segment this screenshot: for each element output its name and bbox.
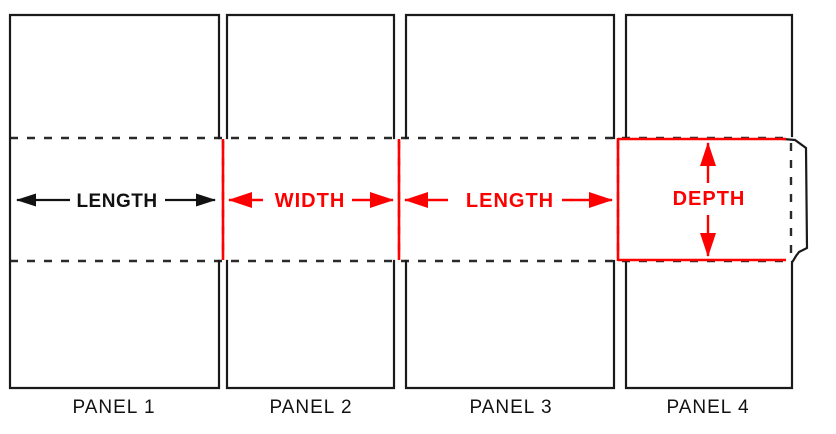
panel-1-outline	[8, 13, 221, 390]
panel-2-top-flap	[225, 13, 396, 140]
panel-4-bottom-flap	[624, 259, 794, 390]
panel-4-caption: PANEL 4	[666, 397, 749, 418]
length-label-panel1: LENGTH	[76, 191, 157, 212]
panel-2-bottom-flap	[225, 259, 396, 390]
panel-2-caption: PANEL 2	[269, 397, 352, 418]
depth-dimension-panel4: DEPTH	[673, 142, 746, 257]
panel-4-top-flap	[624, 13, 794, 140]
glue-tab-outline	[781, 137, 809, 263]
length-dimension-panel3: LENGTH	[404, 190, 613, 212]
panel-3-top-flap	[404, 13, 616, 140]
width-dimension-panel2: WIDTH	[228, 190, 394, 212]
panel-1-caption: PANEL 1	[72, 397, 155, 418]
length-label-panel3: LENGTH	[466, 190, 554, 212]
width-label-panel2: WIDTH	[275, 190, 346, 212]
depth-label-panel4: DEPTH	[673, 188, 746, 210]
panel-3-bottom-flap	[404, 259, 616, 390]
panel-3-caption: PANEL 3	[469, 397, 552, 418]
length-dimension-panel1: LENGTH	[16, 191, 216, 212]
